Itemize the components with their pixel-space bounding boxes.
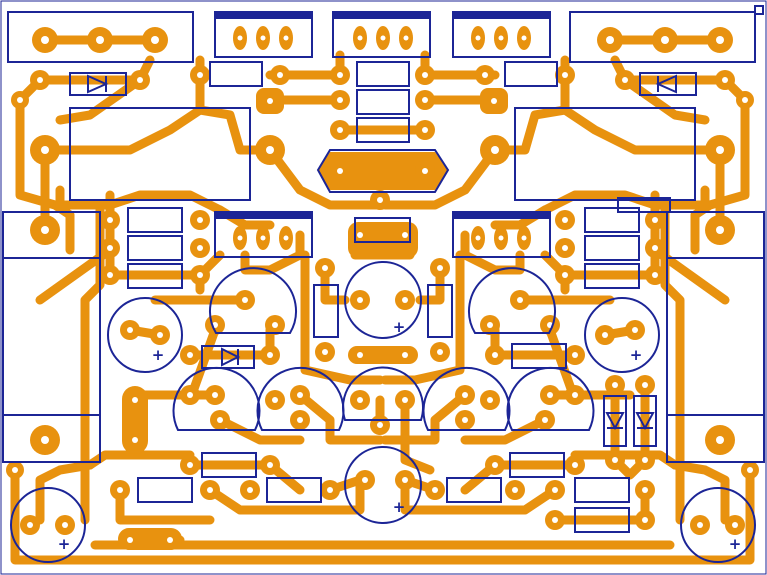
- capacitor-polarity-label: +: [729, 535, 742, 553]
- electrolytic-capacitor-icon: [10, 261, 756, 563]
- terminal-block-icon: [7, 11, 194, 63]
- capacitor-polarity-label: +: [630, 346, 643, 364]
- capacitor-polarity-label: +: [58, 535, 71, 553]
- resistor-icon: [127, 61, 640, 533]
- diode-icon: [69, 72, 697, 447]
- capacitor-polarity-label: +: [393, 498, 406, 516]
- polarity-markings: + + + + + +: [58, 318, 742, 553]
- drill-holes: [12, 35, 753, 543]
- silkscreen: [2, 5, 765, 563]
- capacitor-polarity-label: +: [152, 346, 165, 364]
- mounting-hole-icon: [754, 5, 764, 15]
- capacitor-polarity-label: +: [393, 318, 406, 336]
- terminal-block-icon: [569, 11, 756, 63]
